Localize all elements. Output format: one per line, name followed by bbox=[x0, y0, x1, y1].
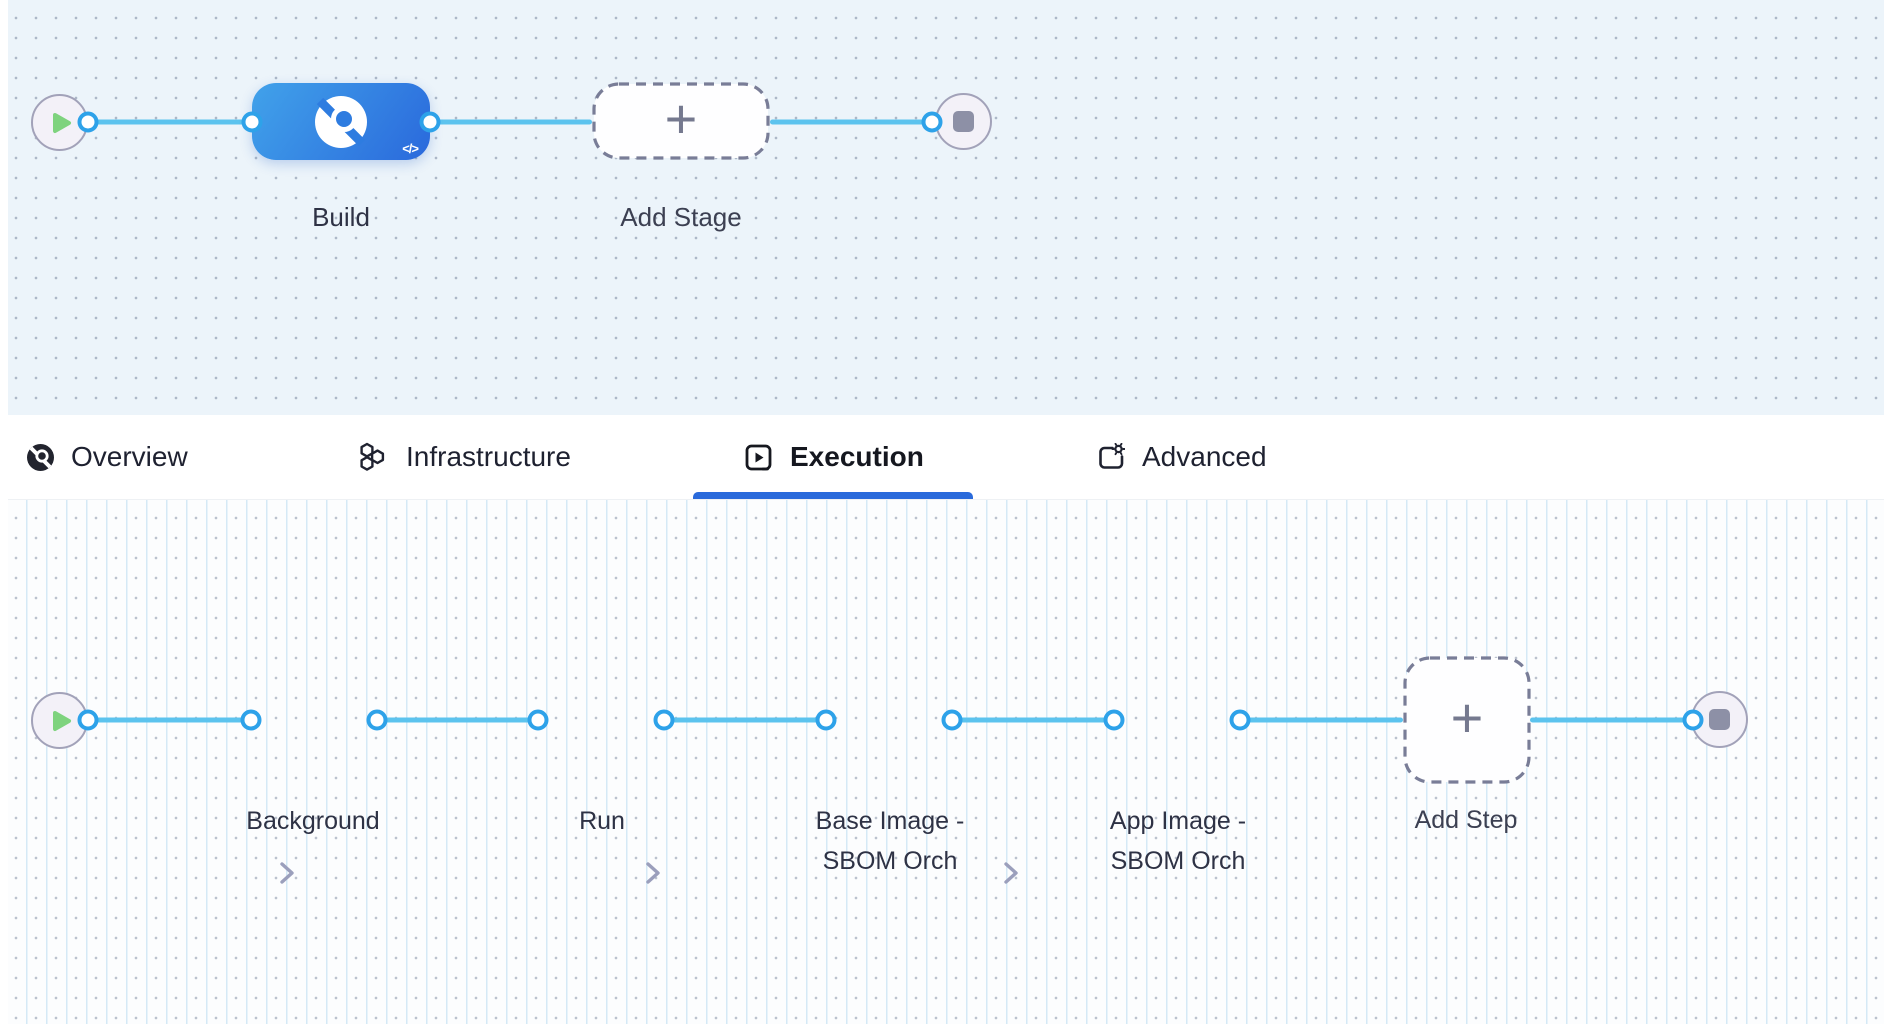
connector-port[interactable] bbox=[815, 709, 837, 731]
tab-label: Execution bbox=[790, 441, 924, 472]
step-label: Base Image - SBOM Orch bbox=[816, 801, 965, 881]
connector-wire bbox=[1240, 717, 1403, 723]
execution-canvas[interactable]: </> </> bbox=[0, 500, 1884, 1024]
dashed-frame bbox=[592, 82, 770, 160]
infrastructure-hexagons-icon bbox=[360, 442, 385, 471]
step-label-line: App Image - bbox=[1109, 807, 1247, 835]
connector-port[interactable] bbox=[240, 709, 262, 731]
stage-canvas[interactable]: </> + Build Add Stage bbox=[0, 0, 1884, 415]
connector-port[interactable] bbox=[653, 709, 675, 731]
advanced-settings-icon bbox=[1099, 443, 1125, 469]
stage-config-tabbar: Overview Infrastructure bbox=[0, 415, 1884, 884]
canvas-left-edge bbox=[0, 0, 8, 1024]
connector-port[interactable] bbox=[419, 111, 441, 133]
stage-node-build[interactable]: </> bbox=[252, 83, 430, 160]
connector-port[interactable] bbox=[77, 111, 99, 133]
active-tab-underline bbox=[693, 492, 973, 499]
connector-wire bbox=[377, 717, 538, 723]
ci-build-module-icon bbox=[315, 95, 367, 148]
connector-port[interactable] bbox=[1229, 709, 1251, 731]
connector-wire bbox=[1530, 717, 1719, 723]
step-label-line: Base Image - bbox=[815, 807, 965, 835]
step-label-line: SBOM Orch bbox=[822, 847, 958, 875]
execution-end-node[interactable] bbox=[1691, 691, 1748, 748]
chevron-right-icon bbox=[646, 862, 660, 884]
step-label-line: SBOM Orch bbox=[1110, 847, 1246, 875]
connector-port[interactable] bbox=[921, 111, 943, 133]
step-label: App Image - SBOM Orch bbox=[1110, 801, 1246, 881]
yaml-code-badge: </> bbox=[402, 141, 419, 156]
connector-wire bbox=[770, 119, 963, 125]
step-label: Run bbox=[579, 807, 625, 835]
tab-label: Infrastructure bbox=[406, 441, 571, 472]
tab-execution[interactable]: Execution bbox=[744, 415, 924, 499]
execution-play-icon bbox=[745, 444, 772, 470]
connector-wire bbox=[59, 119, 252, 125]
connector-port[interactable] bbox=[1682, 709, 1704, 731]
pipeline-end-node[interactable] bbox=[935, 93, 992, 150]
add-step-label: Add Step bbox=[1414, 806, 1518, 834]
add-stage-node[interactable]: + bbox=[592, 82, 770, 160]
connector-port[interactable] bbox=[941, 709, 963, 731]
step-label: Background bbox=[246, 807, 380, 835]
connector-wire bbox=[430, 119, 592, 125]
connector-wire bbox=[952, 717, 1114, 723]
tab-infrastructure[interactable]: Infrastructure bbox=[357, 415, 571, 499]
stop-icon bbox=[953, 111, 974, 132]
connector-port[interactable] bbox=[1103, 709, 1125, 731]
chevron-right-icon bbox=[1004, 862, 1018, 884]
dashed-frame bbox=[1403, 656, 1531, 784]
add-stage-label: Add Stage bbox=[620, 202, 742, 232]
connector-port[interactable] bbox=[241, 111, 263, 133]
connector-port[interactable] bbox=[527, 709, 549, 731]
tab-advanced[interactable]: Advanced bbox=[1097, 415, 1267, 499]
tab-label: Overview bbox=[71, 441, 188, 472]
connector-wire bbox=[664, 717, 826, 723]
connector-wire bbox=[59, 717, 251, 723]
play-icon bbox=[52, 112, 71, 133]
chevron-right-icon bbox=[280, 862, 294, 884]
tab-label: Advanced bbox=[1142, 441, 1267, 472]
play-icon bbox=[52, 710, 71, 731]
plus-icon: + bbox=[664, 86, 698, 150]
plus-icon: + bbox=[1450, 685, 1484, 749]
tab-overview[interactable]: Overview bbox=[27, 415, 188, 499]
stage-label: Build bbox=[312, 202, 370, 232]
connector-port[interactable] bbox=[77, 709, 99, 731]
add-step-node[interactable]: + bbox=[1403, 656, 1531, 784]
stop-icon bbox=[1709, 709, 1730, 730]
ci-overview-icon bbox=[27, 443, 54, 471]
connector-port[interactable] bbox=[366, 709, 388, 731]
